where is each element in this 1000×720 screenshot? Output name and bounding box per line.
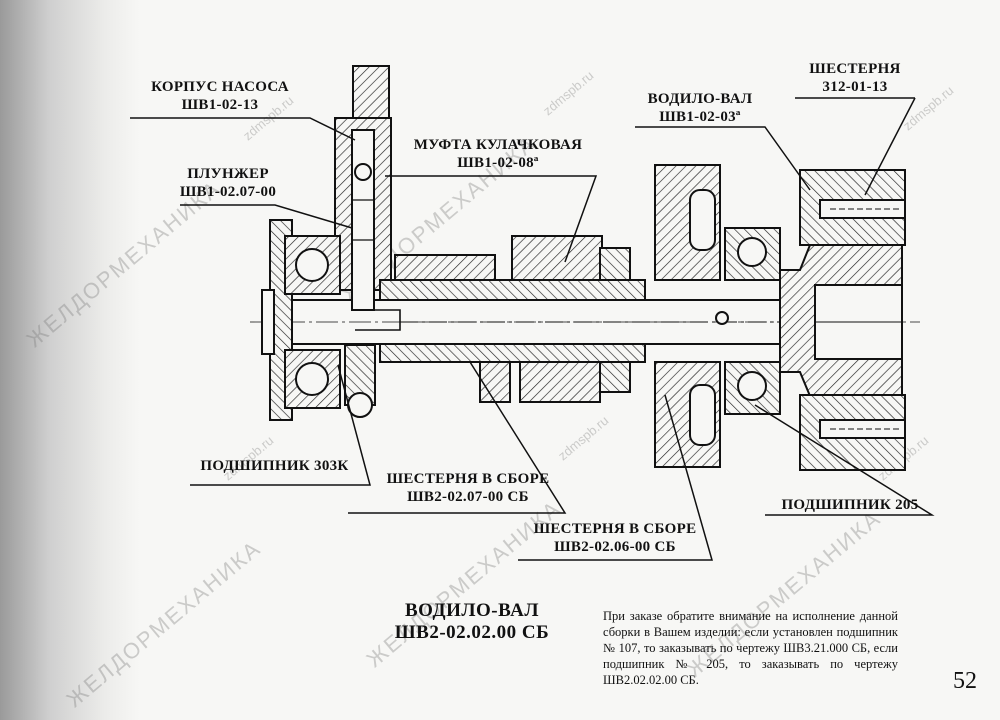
label-bearing-205-name: ПОДШИПНИК 205 bbox=[781, 497, 919, 513]
label-cam-coupling-name: МУФТА КУЛАЧКОВАЯ bbox=[413, 137, 583, 153]
label-plunger-code: ШВ1-02.07-00 bbox=[179, 184, 277, 200]
pump-housing-top bbox=[352, 65, 390, 119]
label-gear: ШЕСТЕРНЯ 312-01-13 bbox=[800, 60, 910, 96]
label-gear-assembly-1: ШЕСТЕРНЯ В СБОРЕ ШВ2-02.07-00 СБ bbox=[378, 470, 558, 506]
label-gear-assembly-1-code: ШВ2-02.07-00 СБ bbox=[407, 489, 529, 505]
bearing-303k-lower bbox=[284, 349, 341, 409]
drawing-title: ВОДИЛО-ВАЛ ШВ2-02.02.00 СБ bbox=[382, 600, 562, 644]
leader-bearing-205 bbox=[754, 404, 935, 516]
label-gear-assembly-2-name: ШЕСТЕРНЯ В СБОРЕ bbox=[533, 521, 697, 537]
label-pump-housing-code: ШВ1-02-13 bbox=[181, 97, 259, 113]
leader-bearing-303k bbox=[190, 364, 371, 486]
leader-lines bbox=[130, 97, 935, 561]
plunger-channel bbox=[351, 129, 375, 311]
leader-gear bbox=[864, 97, 916, 196]
label-cam-coupling: МУФТА КУЛАЧКОВАЯ ШВ1-02-08ª bbox=[398, 136, 598, 172]
bearing-205-upper bbox=[724, 227, 781, 281]
shaft-sleeve-lower bbox=[379, 343, 646, 363]
gear-assembly-1-lower bbox=[479, 361, 511, 403]
label-bearing-303k-name: ПОДШИПНИК 303К bbox=[200, 458, 349, 474]
gear-assembly-1-upper bbox=[394, 254, 496, 281]
drawing-title-name: ВОДИЛО-ВАЛ bbox=[405, 600, 539, 621]
label-plunger: ПЛУНЖЕР ШВ1-02.07-00 bbox=[168, 165, 288, 201]
label-carrier-shaft-code: ШВ1-02-03ª bbox=[659, 109, 741, 125]
label-bearing-303k: ПОДШИПНИК 303К bbox=[192, 457, 357, 475]
check-ball bbox=[354, 163, 372, 181]
leader-pump-housing bbox=[130, 117, 356, 141]
label-gear-assembly-1-name: ШЕСТЕРНЯ В СБОРЕ bbox=[386, 471, 550, 487]
label-carrier-shaft: ВОДИЛО-ВАЛ ШВ1-02-03ª bbox=[640, 90, 760, 126]
label-pump-housing-name: КОРПУС НАСОСА bbox=[151, 79, 289, 95]
label-gear-assembly-2: ШЕСТЕРНЯ В СБОРЕ ШВ2-02.06-00 СБ bbox=[525, 520, 705, 556]
leader-gear-assembly-1 bbox=[348, 361, 567, 514]
page-binding-shadow bbox=[0, 0, 140, 720]
shaft-hole bbox=[715, 311, 729, 325]
label-plunger-name: ПЛУНЖЕР bbox=[187, 166, 269, 182]
label-gear-name: ШЕСТЕРНЯ bbox=[809, 61, 901, 77]
leader-cam-coupling bbox=[385, 175, 598, 263]
label-pump-housing: КОРПУС НАСОСА ШВ1-02-13 bbox=[140, 78, 300, 114]
cam-coupling-upper bbox=[511, 235, 603, 281]
cam-coupling-lower bbox=[519, 361, 601, 403]
shaft-sleeve-upper bbox=[379, 279, 646, 301]
label-carrier-shaft-name: ВОДИЛО-ВАЛ bbox=[647, 91, 753, 107]
label-cam-coupling-code: ШВ1-02-08ª bbox=[457, 155, 539, 171]
drawing-title-code: ШВ2-02.02.00 СБ bbox=[394, 622, 550, 643]
page-number: 52 bbox=[953, 668, 977, 694]
label-bearing-205: ПОДШИПНИК 205 bbox=[770, 496, 930, 514]
order-note: При заказе обратите внимание на исполнен… bbox=[603, 609, 898, 687]
label-gear-assembly-2-code: ШВ2-02.06-00 СБ bbox=[554, 539, 676, 555]
leader-carrier-shaft bbox=[635, 126, 811, 191]
leader-gear-assembly-2 bbox=[518, 394, 713, 561]
leader-plunger bbox=[180, 204, 353, 229]
label-gear-code: 312-01-13 bbox=[822, 79, 888, 95]
